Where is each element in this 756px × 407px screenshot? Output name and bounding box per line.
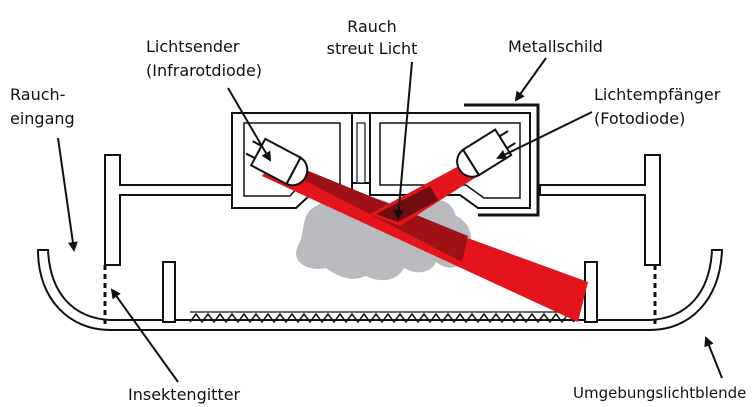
metal-shield (464, 103, 540, 217)
labyrinth-floor (189, 312, 575, 324)
center-divider-inner (356, 122, 366, 184)
label-lichtempfaenger-line2: (Fotodiode) (594, 109, 685, 128)
left-housing-wall (104, 154, 236, 266)
label-lichtsender-line1: Lichtsender (146, 37, 240, 56)
label-rauch-line1: Rauch (347, 17, 397, 36)
label-metallschild: Metallschild (508, 37, 603, 56)
arrow-umgebungslichtblende (704, 336, 723, 379)
right-housing-wall (539, 154, 661, 266)
scattered-light-overlap (376, 186, 438, 222)
light-beam (262, 166, 588, 322)
arrow-rauch-eingang (57, 137, 78, 252)
label-lichtsender-line2: (Infrarotdiode) (146, 61, 262, 80)
arrow-metallschild (514, 57, 547, 102)
photodiode (456, 128, 516, 178)
label-rauch-eingang-line1: Rauch- (10, 85, 65, 104)
floor-post-left (162, 261, 176, 323)
floor-post-right (584, 261, 598, 323)
arrow-lichtsender (227, 87, 272, 162)
arrow-insektengitter (110, 288, 179, 383)
label-insektengitter: Insektengitter (128, 385, 241, 404)
smoke-cloud (296, 195, 471, 281)
arrow-rauch (393, 61, 413, 220)
label-umgebungslichtblende: Umgebungslichtblende (573, 384, 746, 402)
label-rauch-eingang-line2: eingang (10, 109, 75, 128)
label-lichtempfaenger-line1: Lichtempfänger (594, 85, 721, 104)
label-rauch-line2: streut Licht (327, 39, 418, 58)
arrow-lichtempfaenger (496, 111, 593, 159)
